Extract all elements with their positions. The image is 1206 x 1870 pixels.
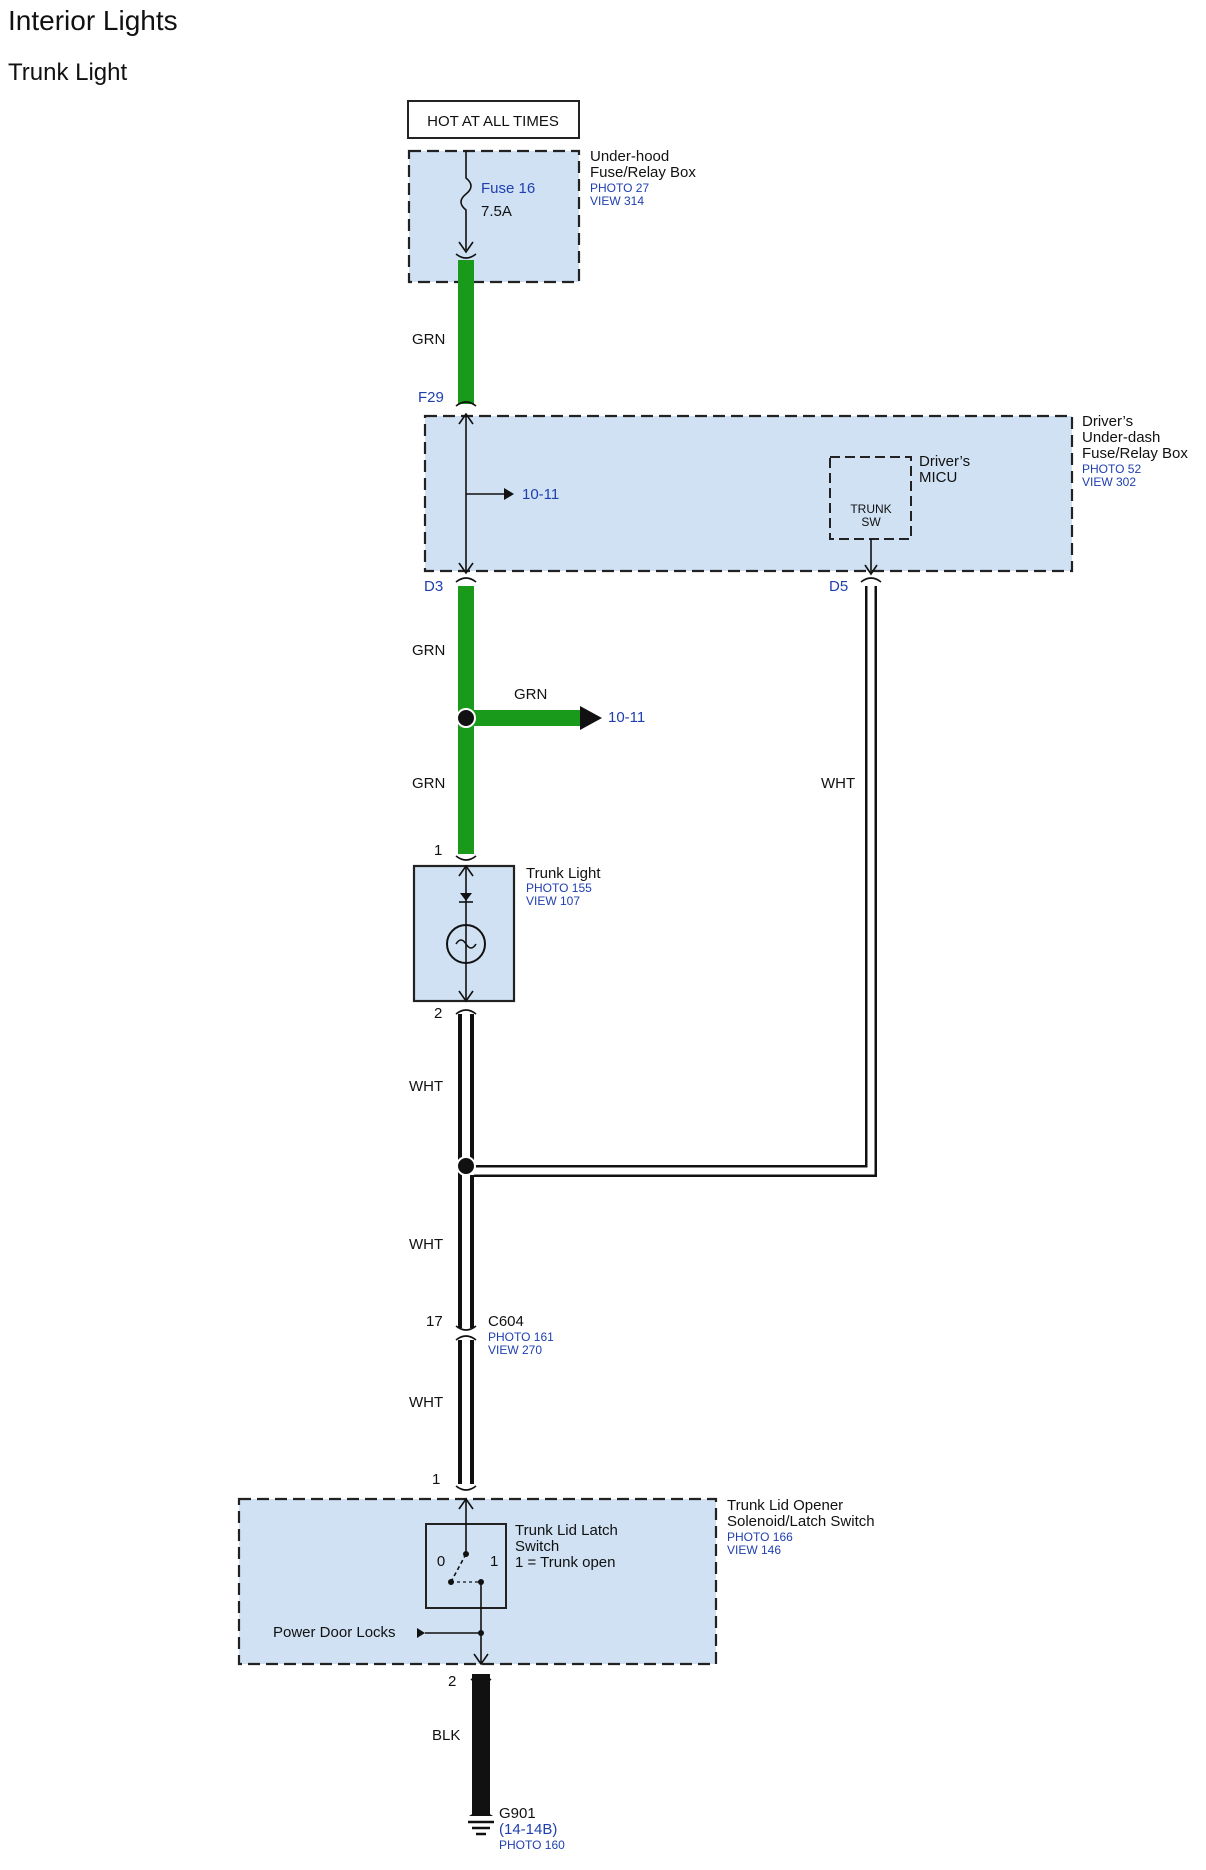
wire-grn-2-label: GRN <box>412 642 445 659</box>
wire-wht-3 <box>462 1340 470 1484</box>
wire-wht-2-label: WHT <box>409 1236 443 1253</box>
c604-photo: PHOTO 161 <box>488 1330 554 1344</box>
trunk-sw-label-2: SW <box>861 515 881 529</box>
switch-pos-1: 1 <box>490 1553 498 1570</box>
trunk-light-photo: PHOTO 155 <box>526 881 592 895</box>
solenoid-pin-2: 2 <box>448 1673 456 1690</box>
underhood-box-name-1: Under-hood <box>590 148 669 165</box>
f29-connector-cap <box>455 401 477 407</box>
micu-box <box>829 456 912 540</box>
page-subtitle: Trunk Light <box>8 59 128 86</box>
wire-grn-branch-label: GRN <box>514 686 547 703</box>
d5-connector-cap <box>860 577 882 583</box>
solenoid-pin1-cap <box>455 1485 477 1491</box>
ref-10-11-branch: 10-11 <box>608 709 645 726</box>
light-pin-2: 2 <box>434 1005 442 1022</box>
trunk-sw-label-1: TRUNK <box>850 502 891 516</box>
c604-view: VIEW 270 <box>488 1343 542 1357</box>
connector-d5: D5 <box>829 578 848 595</box>
page-title: Interior Lights <box>8 5 178 36</box>
underhood-fuse-box: Fuse 16 7.5A <box>407 149 581 284</box>
c604-cap-top <box>455 1325 477 1331</box>
micu-name-1: Driver’s <box>919 453 970 470</box>
ground-photo: PHOTO 160 <box>499 1838 565 1852</box>
wire-grn-branch <box>466 710 582 726</box>
c604-name: C604 <box>488 1313 524 1330</box>
trunk-lid-solenoid-box <box>237 1497 718 1666</box>
underhood-box-photo: PHOTO 27 <box>590 181 649 195</box>
wire-blk-label: BLK <box>432 1727 460 1744</box>
hot-at-all-times-label: HOT AT ALL TIMES <box>427 113 559 130</box>
latch-switch-name-3: 1 = Trunk open <box>515 1554 616 1571</box>
light-pin1-cap <box>455 855 477 861</box>
ground-icon <box>468 1812 494 1836</box>
driver-box-name-1: Driver’s <box>1082 413 1133 430</box>
wire-wht-right-label: WHT <box>821 775 855 792</box>
driver-box-photo: PHOTO 52 <box>1082 462 1141 476</box>
light-pin2-cap <box>455 1009 477 1015</box>
wire-wht-right <box>466 586 875 1175</box>
connector-f29: F29 <box>418 389 444 406</box>
fuse-rating: 7.5A <box>481 203 512 220</box>
connector-d3: D3 <box>424 578 443 595</box>
ground-name: G901 <box>499 1805 536 1822</box>
solenoid-name-2: Solenoid/Latch Switch <box>727 1513 875 1530</box>
driver-underdash-fuse-box <box>423 412 1074 576</box>
underhood-connector-cap <box>455 253 477 259</box>
hot-at-all-times-box: HOT AT ALL TIMES <box>407 100 580 139</box>
latch-switch-name-1: Trunk Lid Latch <box>515 1522 618 1539</box>
wire-grn-3-label: GRN <box>412 775 445 792</box>
ground-ref: (14-14B) <box>499 1821 557 1838</box>
wire-wht-1-label: WHT <box>409 1078 443 1095</box>
solenoid-photo: PHOTO 166 <box>727 1530 793 1544</box>
underhood-box-view: VIEW 314 <box>590 194 644 208</box>
wire-grn-1 <box>458 260 474 404</box>
c604-cap-bottom <box>455 1335 477 1341</box>
micu-name-2: MICU <box>919 469 957 486</box>
wire-blk <box>472 1674 490 1816</box>
wire-wht-3-label: WHT <box>409 1394 443 1411</box>
switch-pos-0: 0 <box>437 1553 445 1570</box>
underhood-box-name-2: Fuse/Relay Box <box>590 164 696 181</box>
solenoid-view: VIEW 146 <box>727 1543 781 1557</box>
light-pin-1: 1 <box>434 842 442 859</box>
branch-arrow <box>580 706 602 730</box>
trunk-light-name: Trunk Light <box>526 865 601 882</box>
wht-splice-dot <box>456 1156 476 1176</box>
solenoid-name-1: Trunk Lid Opener <box>727 1497 843 1514</box>
fuse-16-label: Fuse 16 <box>481 180 535 197</box>
d3-connector-cap <box>455 577 477 583</box>
driver-box-name-2: Under-dash <box>1082 429 1160 446</box>
wire-grn-1-label: GRN <box>412 331 445 348</box>
driver-box-view: VIEW 302 <box>1082 475 1136 489</box>
power-door-locks-label: Power Door Locks <box>273 1624 396 1641</box>
grn-splice-dot <box>456 708 476 728</box>
trunk-light-box <box>412 864 516 1003</box>
driver-box-name-3: Fuse/Relay Box <box>1082 445 1188 462</box>
solenoid-pin-1: 1 <box>432 1471 440 1488</box>
ref-10-11-internal: 10-11 <box>522 486 559 503</box>
c604-pin-17: 17 <box>426 1313 443 1330</box>
trunk-light-view: VIEW 107 <box>526 894 580 908</box>
latch-switch-name-2: Switch <box>515 1538 559 1555</box>
